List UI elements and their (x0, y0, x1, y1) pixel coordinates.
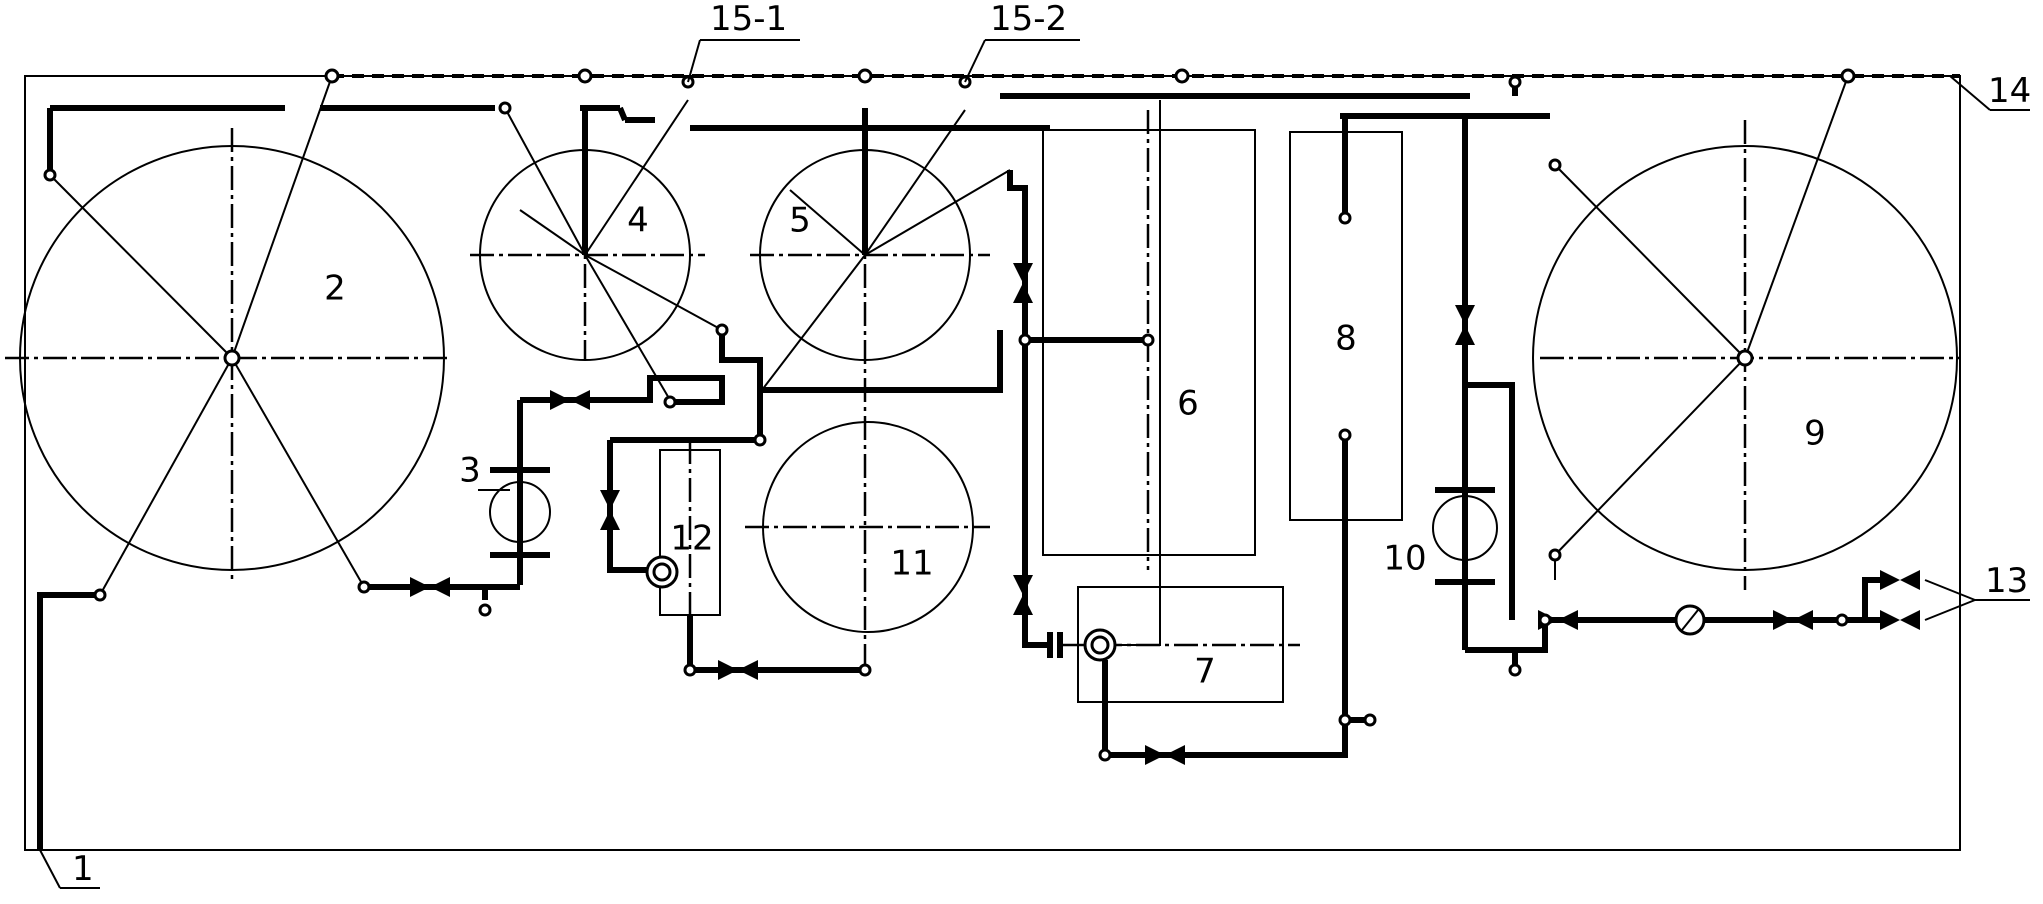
label-6: 6 (1177, 384, 1199, 424)
valve-icon (718, 660, 758, 680)
valve-icon (1013, 263, 1033, 303)
label-5: 5 (789, 201, 811, 241)
label-12: 12 (670, 519, 713, 559)
gauge-icon (1674, 604, 1706, 636)
pump-10: 10 (1383, 385, 1498, 650)
pump-3: 3 (459, 400, 551, 585)
label-7: 7 (1194, 652, 1216, 692)
label-8: 8 (1335, 319, 1357, 359)
label-9: 9 (1804, 414, 1826, 454)
tank-9: 9 (1532, 75, 1960, 590)
valve-icon (1455, 305, 1475, 345)
label-4: 4 (627, 201, 649, 241)
label-14: 14 (1988, 71, 2031, 111)
valve-icon (1880, 610, 1920, 630)
main-header-pipe (47, 93, 1550, 175)
label-11: 11 (890, 544, 933, 584)
tank-5: 5 (750, 108, 1011, 670)
valve-icon (1773, 610, 1813, 630)
valve-icon (600, 490, 620, 530)
tank-2: 2 (5, 75, 450, 596)
valve-icon (1013, 575, 1033, 615)
label-10: 10 (1383, 539, 1426, 579)
label-15-1: 15-1 (710, 0, 787, 39)
valve-icon (550, 390, 590, 410)
valve-icon (1145, 745, 1185, 765)
label-1: 1 (72, 849, 94, 889)
nodes (43, 68, 1856, 762)
label-15-2: 15-2 (990, 0, 1067, 39)
valve-icon (1880, 570, 1920, 590)
valves (410, 263, 1920, 765)
enclosure-frame (24, 75, 1961, 851)
piping (37, 82, 1880, 850)
callouts: 1 14 15-1 15-2 13 (39, 0, 2031, 889)
valve-icon (410, 577, 450, 597)
tank-11: 11 (745, 421, 990, 633)
pump-7-inlet (1047, 628, 1117, 662)
label-3: 3 (459, 451, 481, 491)
unit-12: 12 (645, 440, 721, 625)
label-2: 2 (324, 269, 346, 309)
label-13: 13 (1985, 561, 2028, 601)
tank-4: 4 (470, 99, 723, 401)
